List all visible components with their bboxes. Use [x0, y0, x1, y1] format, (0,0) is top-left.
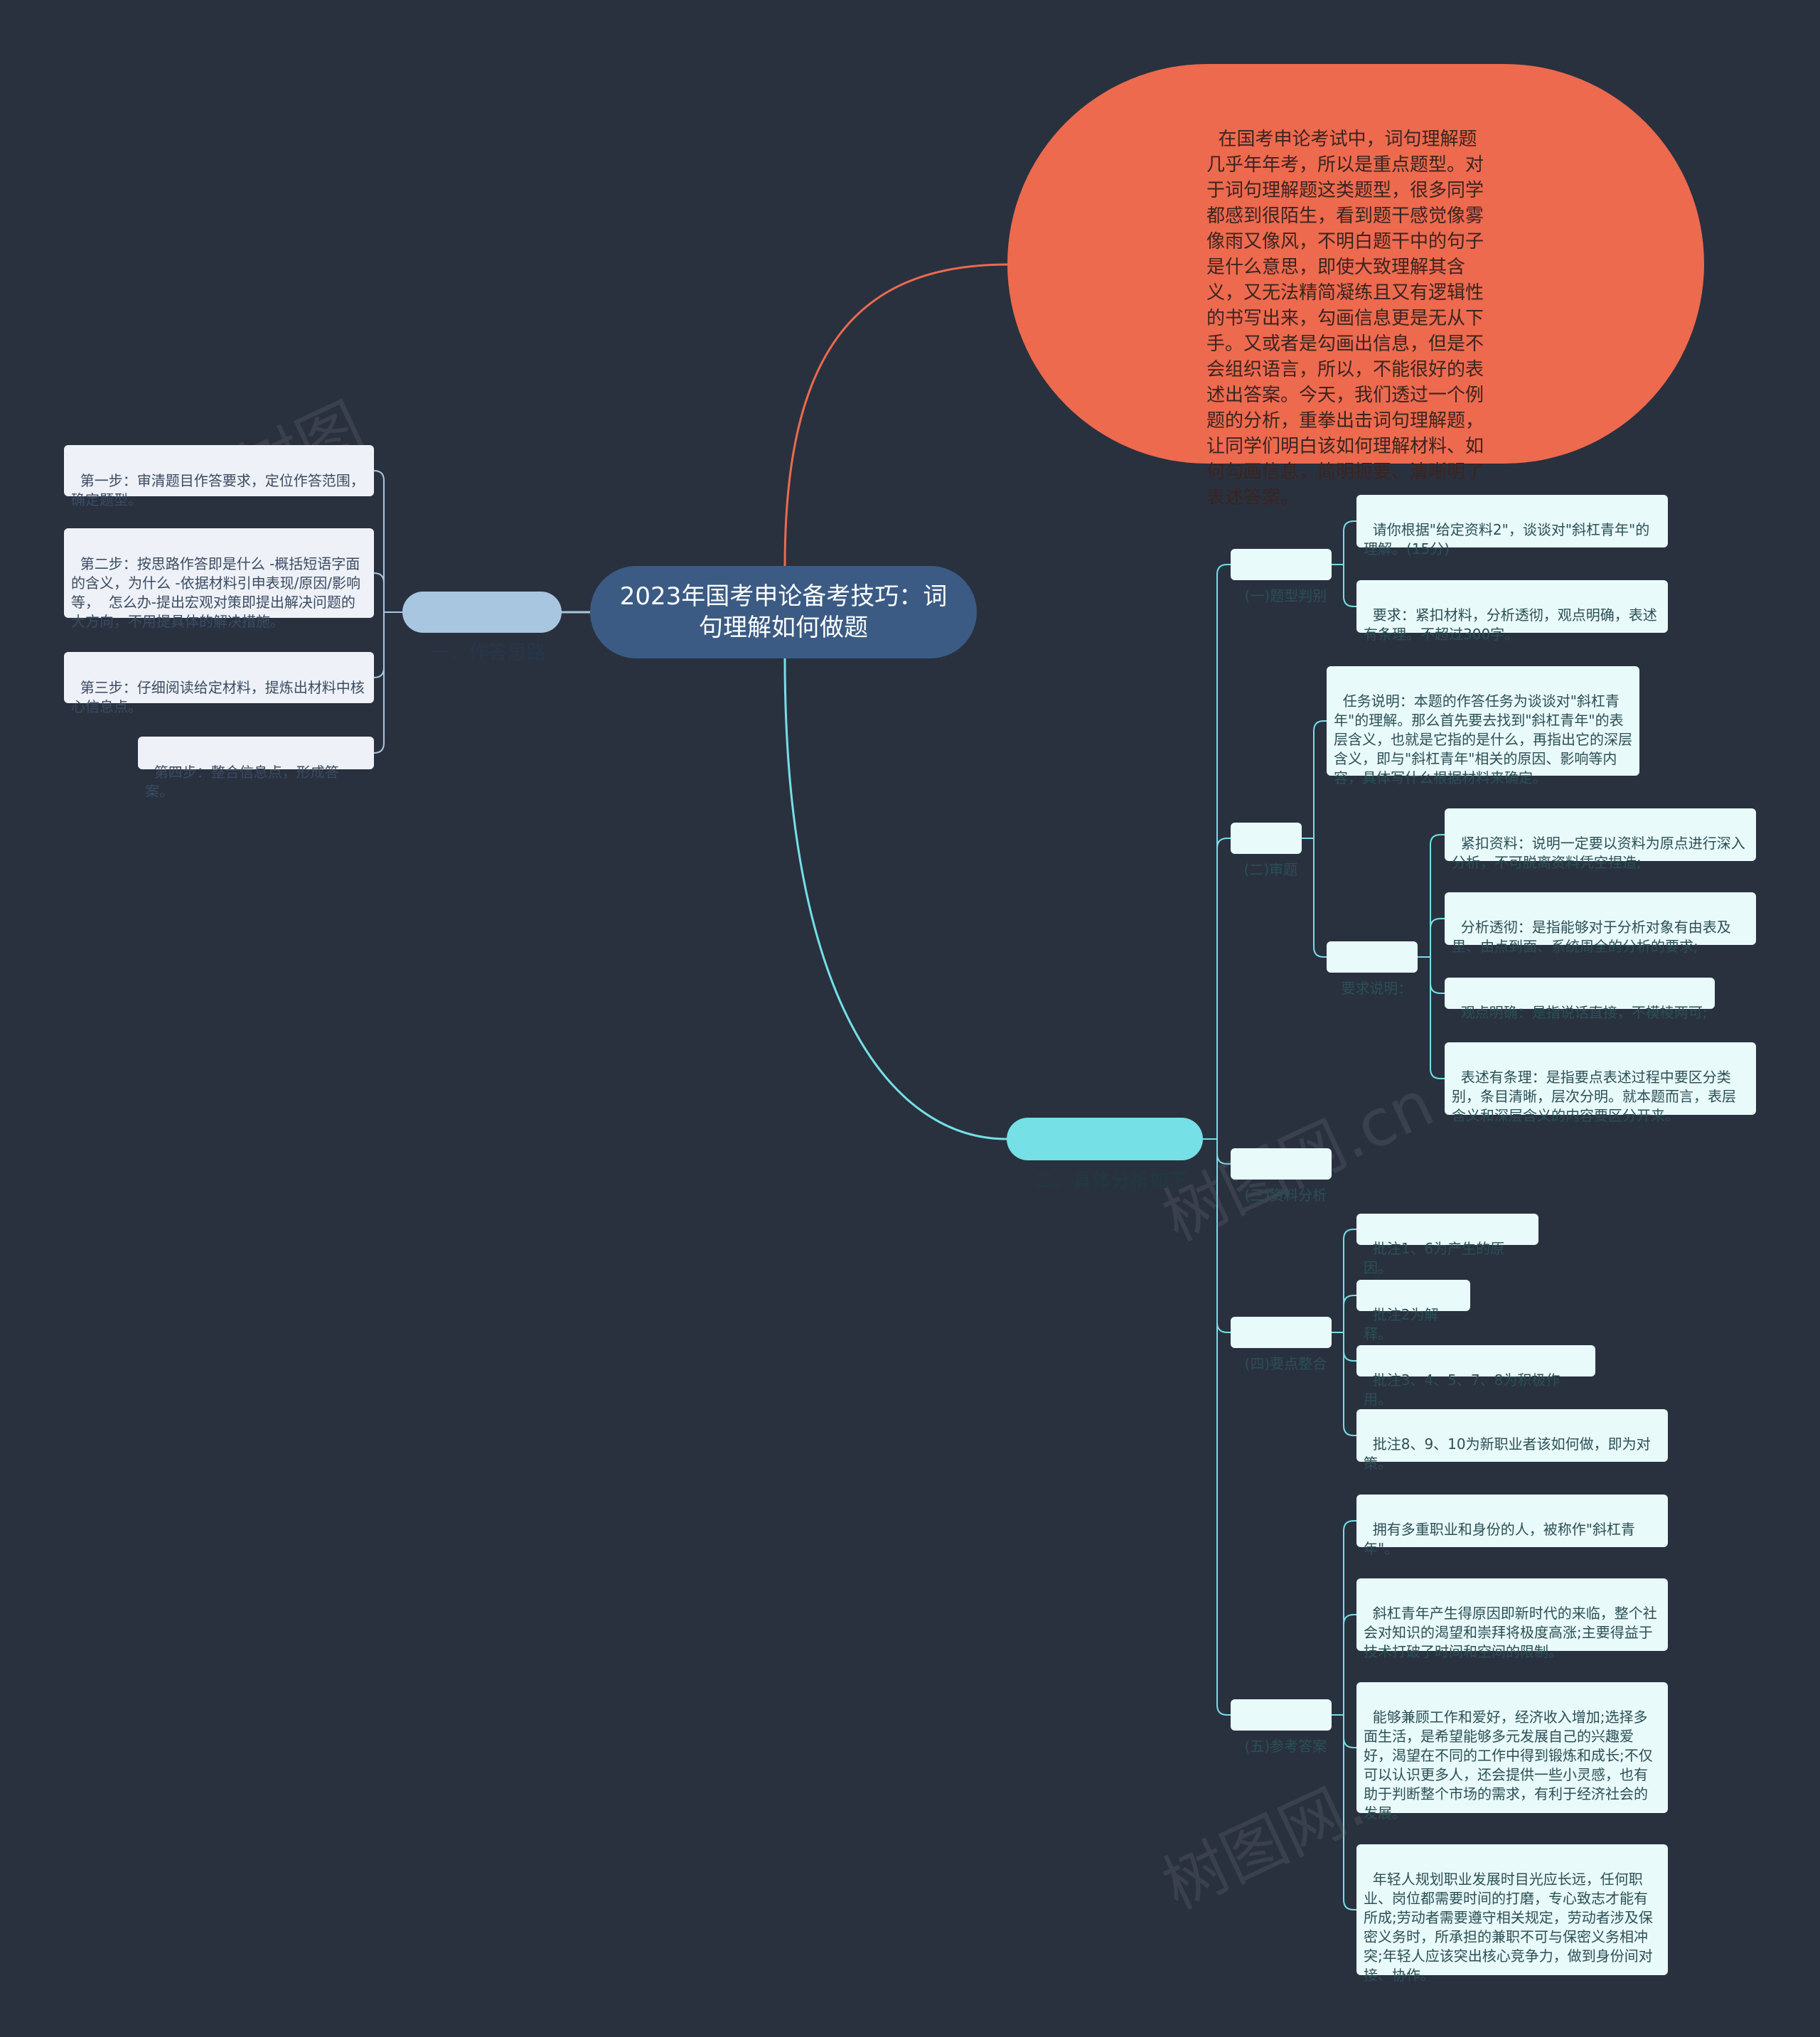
branch2-link-5: [1216, 1139, 1231, 1716]
req-link-4: [1430, 957, 1445, 1079]
section-material-analysis[interactable]: (三)资料分析: [1231, 1148, 1332, 1204]
branch-detailed-analysis-label: 二、具体分析如下: [1034, 1170, 1188, 1192]
key-point-4-text: 批注8、9、10为新职业者该如何做，即为对策。: [1364, 1435, 1651, 1472]
requirement-item-2-text: 分析透彻：是指能够对于分析对象有由表及里、由点到面、系统周全的分析的要求;: [1452, 919, 1731, 955]
requirement-item-2[interactable]: 分析透彻：是指能够对于分析对象有由表及里、由点到面、系统周全的分析的要求;: [1445, 892, 1756, 955]
key-point-3-text: 批注3、4、5、7、8为积极作用。: [1364, 1372, 1561, 1408]
key-point-4[interactable]: 批注8、9、10为新职业者该如何做，即为对策。: [1356, 1409, 1668, 1472]
answer-item-3[interactable]: 能够兼顾工作和爱好，经济收入增加;选择多面生活，是希望能够多元发展自己的兴趣爱好…: [1356, 1682, 1668, 1822]
question-type-item-2-text: 要求：紧扣材料，分析透彻，观点明确，表述有条理。不超过300字。: [1364, 606, 1657, 643]
section-question-type-label: (一)题型判别: [1244, 587, 1327, 604]
section-reference-answer-label: (五)参考答案: [1244, 1738, 1327, 1755]
intro-bubble[interactable]: 在国考申论考试中，词句理解题几乎年年考，所以是重点题型。对于词句理解题这类题型，…: [1007, 64, 1704, 508]
answer-item-2-text: 斜杠青年产生得原因即新时代的来临，整个社会对知识的渴望和崇拜将极度高涨;主要得益…: [1364, 1605, 1657, 1660]
sec1-link-2: [1343, 565, 1356, 607]
sec5-link-2: [1343, 1614, 1356, 1715]
section-key-points[interactable]: (四)要点整合: [1231, 1317, 1332, 1372]
section-question-type[interactable]: (一)题型判别: [1231, 549, 1332, 604]
step-2-text: 第二步：按思路作答即是什么 -概括短语字面的含义，为什么 -依据材料引申表现/原…: [71, 555, 361, 630]
sec5-link-1: [1343, 1520, 1356, 1715]
section-review-label: (二)审题: [1243, 861, 1298, 878]
requirement-item-4-text: 表述有条理：是指要点表述过程中要区分类别，条目清晰，层次分明。就本题而言，表层含…: [1452, 1069, 1736, 1124]
intro-text: 在国考申论考试中，词句理解题几乎年年考，所以是重点题型。对于词句理解题这类题型，…: [1206, 129, 1484, 508]
section-key-points-label: (四)要点整合: [1244, 1355, 1327, 1372]
key-point-1[interactable]: 批注1、6为产生的原因。: [1356, 1214, 1538, 1276]
branch2-link-1: [1216, 564, 1231, 1139]
branch2-link-3: [1216, 1139, 1231, 1165]
branch1-link-1: [373, 470, 385, 612]
req-link-2: [1430, 918, 1445, 957]
key-point-2-text: 批注2为解释。: [1364, 1306, 1439, 1342]
requirement-description[interactable]: 要求说明：: [1327, 941, 1418, 997]
requirement-item-1[interactable]: 紧扣资料：说明一定要以资料为原点进行深入分析，不可脱离资料凭空捏造;: [1445, 808, 1756, 871]
section-material-analysis-label: (三)资料分析: [1244, 1187, 1327, 1204]
requirement-description-label: 要求说明：: [1341, 980, 1413, 997]
req-link-3: [1430, 957, 1445, 994]
section-reference-answer[interactable]: (五)参考答案: [1231, 1699, 1332, 1755]
branch1-link-3: [373, 612, 385, 678]
step-3[interactable]: 第三步：仔细阅读给定材料，提炼出材料中核心信息点。: [64, 652, 374, 715]
step-4-text: 第四步：整合信息点，形成答案。: [145, 764, 339, 800]
step-4[interactable]: 第四步：整合信息点，形成答案。: [138, 737, 374, 800]
section-review[interactable]: (二)审题: [1231, 823, 1302, 878]
link-root-branch2: [783, 658, 1007, 1140]
branch-answer-approach-label: 一、作答思路: [430, 642, 546, 664]
root-node[interactable]: 2023年国考申论备考技巧：词句理解如何做题: [590, 566, 977, 658]
answer-item-2[interactable]: 斜杠青年产生得原因即新时代的来临，整个社会对知识的渴望和崇拜将极度高涨;主要得益…: [1356, 1578, 1668, 1660]
answer-item-4-text: 年轻人规划职业发展时目光应长远，任何职业、岗位都需要时间的打磨，专心致志才能有所…: [1364, 1871, 1653, 1984]
requirement-item-4[interactable]: 表述有条理：是指要点表述过程中要区分类别，条目清晰，层次分明。就本题而言，表层含…: [1445, 1042, 1756, 1124]
sec1-link-1: [1343, 520, 1356, 565]
sec4-link-2: [1343, 1295, 1356, 1332]
branch2-link-4: [1216, 1139, 1231, 1333]
step-1-text: 第一步：审清题目作答要求，定位作答范围，确定题型。: [71, 472, 365, 508]
branch1-link-4: [373, 612, 385, 754]
step-1[interactable]: 第一步：审清题目作答要求，定位作答范围，确定题型。: [64, 445, 374, 508]
branch-detailed-analysis[interactable]: 二、具体分析如下: [1007, 1118, 1203, 1192]
sec4-link-4: [1343, 1332, 1356, 1436]
task-description[interactable]: 任务说明：本题的作答任务为谈谈对"斜杠青年"的理解。那么首先要去找到"斜杠青年"…: [1327, 666, 1639, 786]
answer-item-4[interactable]: 年轻人规划职业发展时目光应长远，任何职业、岗位都需要时间的打磨，专心致志才能有所…: [1356, 1844, 1668, 1984]
sec5-link-3: [1343, 1715, 1356, 1748]
requirement-item-3-text: 观点明确：是指说话直接，不模棱两可;: [1460, 1004, 1708, 1021]
answer-item-1[interactable]: 拥有多重职业和身份的人，被称作"斜杠青年"。: [1356, 1495, 1668, 1557]
key-point-1-text: 批注1、6为产生的原因。: [1364, 1240, 1505, 1276]
requirement-item-1-text: 紧扣资料：说明一定要以资料为原点进行深入分析，不可脱离资料凭空捏造;: [1452, 835, 1745, 871]
task-description-text: 任务说明：本题的作答任务为谈谈对"斜杠青年"的理解。那么首先要去找到"斜杠青年"…: [1334, 693, 1632, 786]
question-type-item-1[interactable]: 请你根据"给定资料2"，谈谈对"斜杠青年"的理解。(15分): [1356, 495, 1668, 557]
branch2-link-2: [1216, 838, 1231, 1139]
sec4-link-3: [1343, 1332, 1356, 1362]
requirement-item-3[interactable]: 观点明确：是指说话直接，不模棱两可;: [1445, 978, 1715, 1021]
question-type-item-1-text: 请你根据"给定资料2"，谈谈对"斜杠青年"的理解。(15分): [1364, 521, 1650, 557]
req-link-1: [1430, 834, 1445, 957]
sec5-link-4: [1343, 1715, 1356, 1910]
branch1-link-2: [373, 572, 385, 612]
step-3-text: 第三步：仔细阅读给定材料，提炼出材料中核心信息点。: [71, 679, 365, 715]
branch-answer-approach[interactable]: 一、作答思路: [402, 592, 562, 664]
key-point-3[interactable]: 批注3、4、5、7、8为积极作用。: [1356, 1345, 1595, 1408]
question-type-item-2[interactable]: 要求：紧扣材料，分析透彻，观点明确，表述有条理。不超过300字。: [1356, 580, 1668, 643]
answer-item-1-text: 拥有多重职业和身份的人，被称作"斜杠青年"。: [1364, 1521, 1635, 1557]
root-title: 2023年国考申论备考技巧：词句理解如何做题: [619, 582, 948, 642]
sec4-link-1: [1343, 1229, 1356, 1332]
answer-item-3-text: 能够兼顾工作和爱好，经济收入增加;选择多面生活，是希望能够多元发展自己的兴趣爱好…: [1364, 1709, 1653, 1822]
sec2-link-2: [1313, 838, 1327, 958]
sec2-link-1: [1313, 720, 1327, 838]
link-root-intro: [783, 263, 1008, 567]
step-2[interactable]: 第二步：按思路作答即是什么 -概括短语字面的含义，为什么 -依据材料引申表现/原…: [64, 528, 374, 630]
key-point-2[interactable]: 批注2为解释。: [1356, 1280, 1470, 1342]
